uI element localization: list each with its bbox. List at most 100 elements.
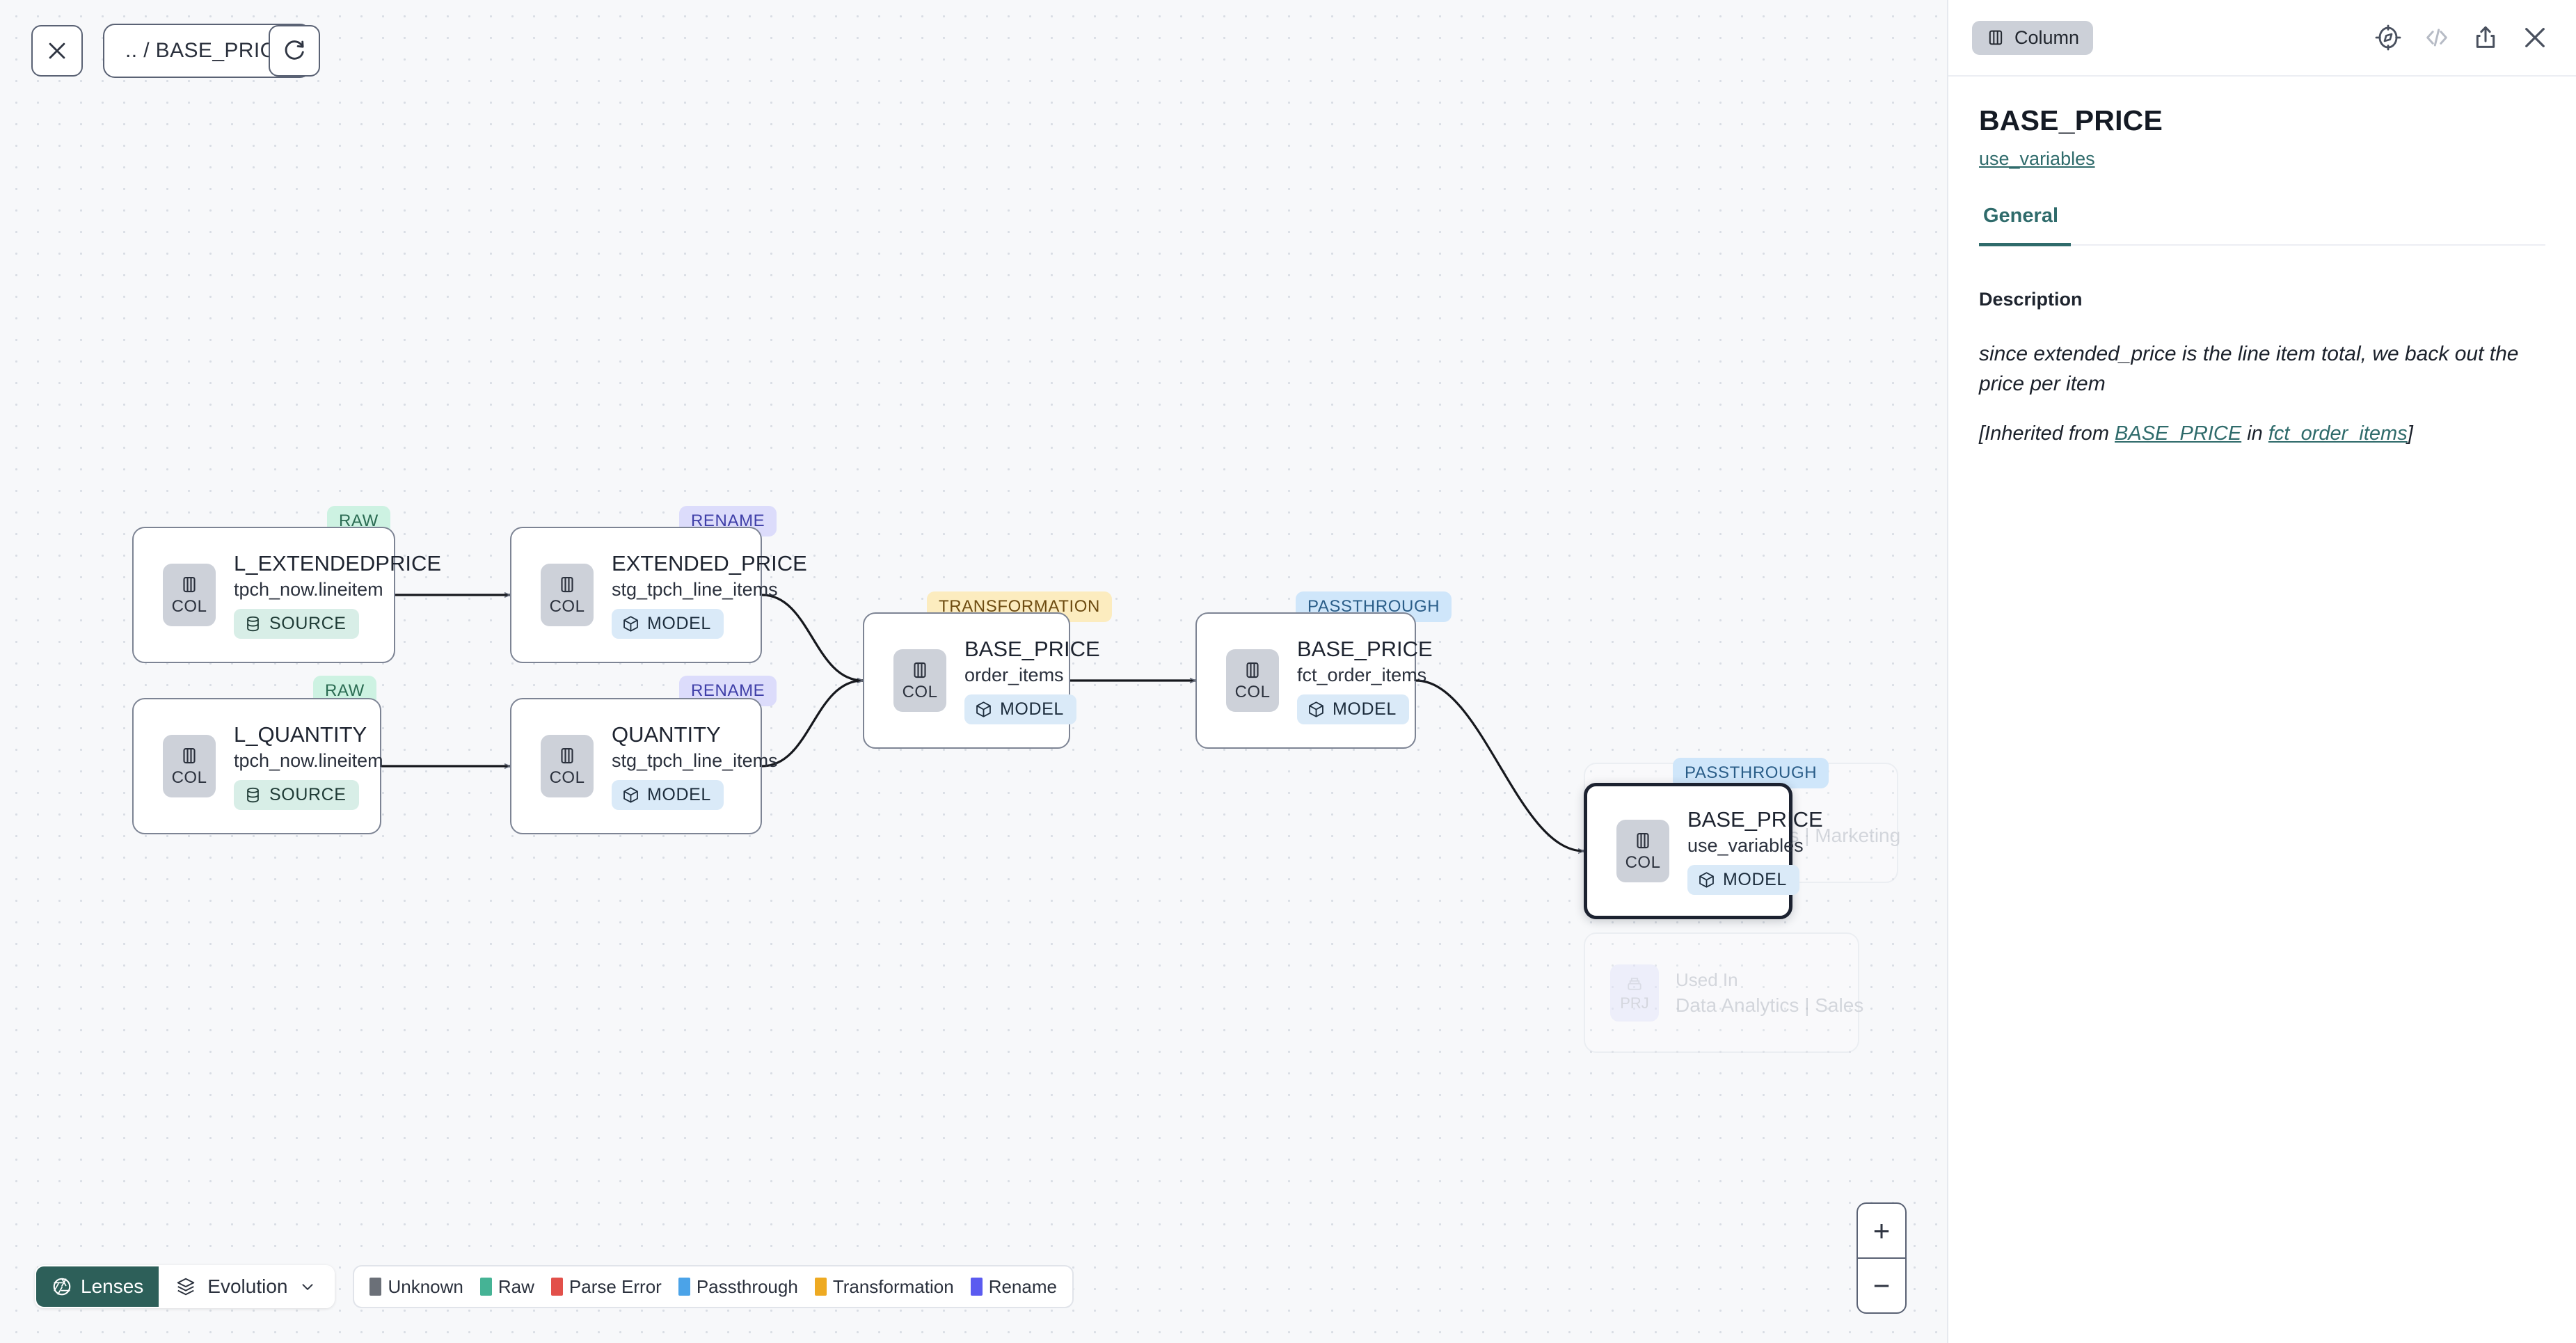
zoom-controls[interactable]: + − <box>1857 1202 1907 1314</box>
column-chip: COL <box>163 735 216 797</box>
node-kind-label: SOURCE <box>269 785 347 804</box>
description-label: Description <box>1979 289 2083 310</box>
compass-icon <box>2375 24 2401 51</box>
view-code-button[interactable] <box>2423 24 2451 51</box>
legend-swatch <box>550 1278 563 1296</box>
cube-icon <box>1309 701 1323 717</box>
column-chip-label: COL <box>549 768 585 787</box>
column-chip: COL <box>1616 820 1669 882</box>
column-icon <box>1637 832 1649 848</box>
legend-swatch <box>814 1278 827 1296</box>
legend-item[interactable]: Unknown <box>369 1276 463 1298</box>
aperture-icon <box>53 1278 71 1296</box>
node-kind-badge: SOURCE <box>234 609 359 639</box>
project-chip: PRJ <box>1610 964 1659 1022</box>
evolution-dropdown[interactable]: Evolution <box>159 1266 334 1307</box>
tab-general[interactable]: General <box>1979 205 2071 246</box>
column-icon <box>561 747 573 763</box>
inherited-column-link[interactable]: BASE_PRICE <box>2115 422 2242 445</box>
node-subtitle: fct_order_items <box>1297 665 1427 685</box>
lenses-label: Lenses <box>81 1276 144 1297</box>
compass-button[interactable] <box>2374 24 2402 51</box>
node-kind-badge: SOURCE <box>234 780 359 810</box>
node-kind-badge: MODEL <box>964 694 1076 724</box>
database-icon <box>247 616 259 632</box>
node-kind-badge: MODEL <box>1297 694 1409 724</box>
panel-tabs: General <box>1979 205 2545 246</box>
column-chip-label: COL <box>549 596 585 616</box>
column-chip-label: COL <box>171 768 207 787</box>
inherited-middle: in <box>2241 422 2268 445</box>
close-icon <box>49 42 65 59</box>
legend-item[interactable]: Parse Error <box>550 1276 662 1298</box>
inherited-model-link[interactable]: fct_order_items <box>2268 422 2408 445</box>
database-icon <box>247 787 259 803</box>
lens-legend: Unknown Raw Parse Error Passthrough Transfor… <box>353 1265 1074 1308</box>
legend-label: Unknown <box>388 1276 463 1297</box>
used-in-target: Data Analytics | Sales <box>1676 994 1864 1016</box>
close-icon <box>2525 28 2545 47</box>
column-chip: COL <box>541 564 594 626</box>
column-chip: COL <box>163 564 216 626</box>
node-kind-badge: MODEL <box>1687 865 1799 895</box>
node-subtitle: tpch_now.lineitem <box>234 750 383 771</box>
zoom-in-button[interactable]: + <box>1858 1204 1905 1259</box>
column-chip: COL <box>1226 649 1279 712</box>
node-subtitle: stg_tpch_line_items <box>612 579 778 600</box>
node-title: QUANTITY <box>612 722 721 747</box>
column-icon <box>183 576 196 592</box>
legend-label: Parse Error <box>569 1276 662 1297</box>
parent-model-link[interactable]: use_variables <box>1979 148 2095 169</box>
node-title: BASE_PRICE <box>1297 637 1433 661</box>
cube-icon <box>1699 872 1714 888</box>
legend-swatch <box>369 1278 382 1296</box>
node-kind-label: MODEL <box>1333 699 1397 719</box>
code-icon <box>2426 29 2447 47</box>
entity-type-label: Column <box>2014 26 2080 48</box>
node-kind-label: MODEL <box>647 785 711 804</box>
column-chip-label: COL <box>171 596 207 616</box>
refresh-icon <box>285 40 304 60</box>
project-icon <box>1628 977 1641 990</box>
legend-label: Transformation <box>832 1276 954 1297</box>
lenses-button[interactable]: Lenses <box>36 1266 159 1307</box>
refresh-button[interactable] <box>269 25 320 77</box>
bottom-toolbar: Lenses Evolution Unknown Raw Parse Error Pa… <box>35 1265 1074 1308</box>
node-kind-label: MODEL <box>1000 699 1064 719</box>
legend-swatch <box>970 1278 983 1296</box>
node-kind-label: MODEL <box>647 614 711 633</box>
node-kind-label: MODEL <box>1723 870 1787 889</box>
share-button[interactable] <box>2472 24 2499 51</box>
legend-item[interactable]: Passthrough <box>678 1276 798 1298</box>
legend-item[interactable]: Rename <box>970 1276 1057 1298</box>
close-lineage-button[interactable] <box>31 25 83 77</box>
node-kind-badge: MODEL <box>612 609 724 639</box>
node-title: EXTENDED_PRICE <box>612 551 807 575</box>
share-icon <box>2476 26 2495 48</box>
zoom-out-button[interactable]: − <box>1873 1269 1891 1302</box>
layers-icon <box>177 1278 195 1296</box>
cube-icon <box>623 616 638 632</box>
inherited-from-note: [Inherited from BASE_PRICE in fct_order_… <box>1979 422 2545 445</box>
evolution-label: Evolution <box>207 1276 288 1297</box>
legend-swatch <box>678 1278 690 1296</box>
close-panel-button[interactable] <box>2520 23 2550 52</box>
legend-item[interactable]: Transformation <box>814 1276 954 1298</box>
node-title: L_EXTENDEDPRICE <box>234 551 442 575</box>
column-icon <box>1246 662 1259 678</box>
inherited-suffix: ] <box>2407 422 2413 445</box>
cube-icon <box>623 787 638 803</box>
lens-control-group: Lenses Evolution <box>35 1265 335 1308</box>
column-chip-label: COL <box>902 682 938 701</box>
legend-item[interactable]: Raw <box>479 1276 534 1298</box>
details-panel-header: Column <box>1948 0 2576 77</box>
